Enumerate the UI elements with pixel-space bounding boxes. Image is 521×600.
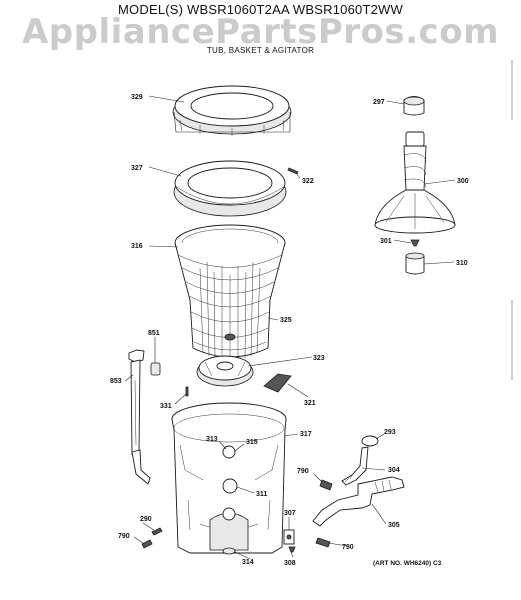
- callout-293: 293: [384, 429, 396, 436]
- part-297-agitator-cap[interactable]: [403, 96, 425, 116]
- callout-301: 301: [380, 238, 392, 245]
- callout-790-b: 790: [118, 533, 130, 540]
- part-304-hose[interactable]: [341, 446, 369, 486]
- leader-lines: [124, 95, 456, 560]
- callout-327: 327: [131, 165, 143, 172]
- callout-321: 321: [304, 400, 316, 407]
- callout-311: 311: [256, 491, 267, 498]
- part-293-hose-clamp[interactable]: [361, 435, 379, 447]
- callout-322: 322: [302, 178, 314, 185]
- callout-304: 304: [388, 467, 400, 474]
- callout-853: 853: [110, 378, 122, 385]
- callout-790-c: 790: [342, 544, 354, 551]
- part-853-tub-brace[interactable]: [128, 349, 151, 485]
- callout-315: 315: [246, 439, 258, 446]
- callout-290: 290: [140, 516, 152, 523]
- art-number: (ART NO. WH6240) C3: [373, 560, 442, 567]
- model-title: MODEL(S) WBSR1060T2AA WBSR1060T2WW: [118, 2, 403, 17]
- callout-313: 313: [206, 436, 218, 443]
- part-322-screw[interactable]: [287, 167, 299, 175]
- part-790-clamp-a[interactable]: [319, 479, 333, 491]
- part-327-balance-ring[interactable]: [173, 160, 287, 217]
- part-308-screw[interactable]: [288, 546, 296, 553]
- callout-305: 305: [388, 522, 400, 529]
- callout-314: 314: [242, 559, 254, 566]
- callout-331: 331: [160, 403, 172, 410]
- callout-323: 323: [313, 355, 325, 362]
- part-307-bracket[interactable]: [283, 529, 295, 545]
- part-300-agitator[interactable]: [374, 131, 456, 234]
- callout-310: 310: [456, 260, 468, 267]
- part-329-tub-cover[interactable]: [172, 85, 292, 136]
- part-851-clip[interactable]: [150, 362, 161, 376]
- callout-307: 307: [284, 510, 296, 517]
- section-title: TUB, BASKET & AGITATOR: [206, 46, 315, 55]
- callout-325: 325: [280, 317, 292, 324]
- part-321-pad[interactable]: [263, 373, 292, 393]
- part-305-drain-hose[interactable]: [312, 476, 405, 527]
- callout-851: 851: [148, 330, 160, 337]
- callout-790-a: 790: [297, 468, 309, 475]
- part-316-basket[interactable]: [174, 224, 286, 360]
- part-323-hub-plate[interactable]: [196, 355, 254, 387]
- callout-297: 297: [373, 99, 385, 106]
- watermark-logo: AppliancePartsPros.com: [21, 12, 499, 52]
- part-317-outer-tub[interactable]: [171, 402, 287, 555]
- part-790-clamp-c[interactable]: [315, 537, 331, 548]
- callout-329: 329: [131, 94, 143, 101]
- part-331-pin[interactable]: [185, 386, 189, 397]
- part-790-clamp-b[interactable]: [141, 539, 153, 549]
- part-290-pin[interactable]: [151, 527, 163, 536]
- callout-317: 317: [300, 431, 312, 438]
- callout-300: 300: [457, 178, 469, 185]
- part-310-agitator-coupling[interactable]: [405, 252, 425, 275]
- part-301-agitator-bolt[interactable]: [410, 239, 420, 247]
- callout-308: 308: [284, 560, 296, 567]
- callout-316: 316: [131, 243, 143, 250]
